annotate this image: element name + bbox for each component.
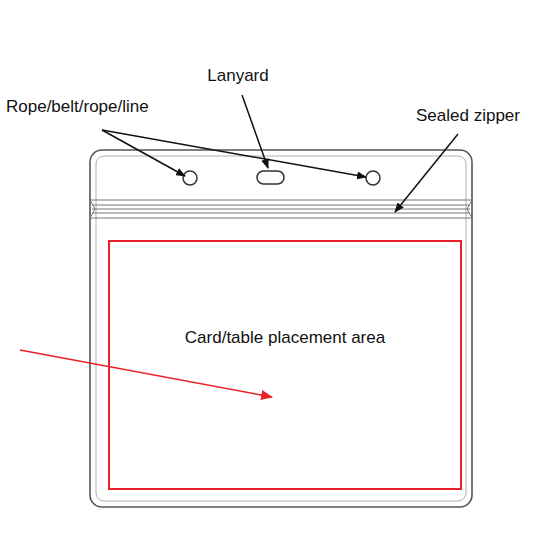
- rope-hole: [366, 171, 380, 185]
- rope-hole: [183, 171, 197, 185]
- part-label: Rope/belt/rope/line: [6, 97, 149, 117]
- sealed-zipper: [90, 200, 472, 218]
- part-label: Sealed zipper: [416, 106, 520, 126]
- leader-line: [242, 95, 268, 168]
- leader-line: [102, 130, 366, 177]
- part-label: Lanyard: [207, 66, 268, 86]
- leader-line: [395, 134, 458, 212]
- placement-area: Card/table placement area: [108, 240, 462, 490]
- area-label: Card/table placement area: [110, 328, 460, 348]
- lanyard-slot: [257, 171, 284, 184]
- holder-outline: [90, 150, 472, 507]
- holder-inner-edge: [96, 156, 466, 501]
- pointer-arrow: [20, 350, 272, 397]
